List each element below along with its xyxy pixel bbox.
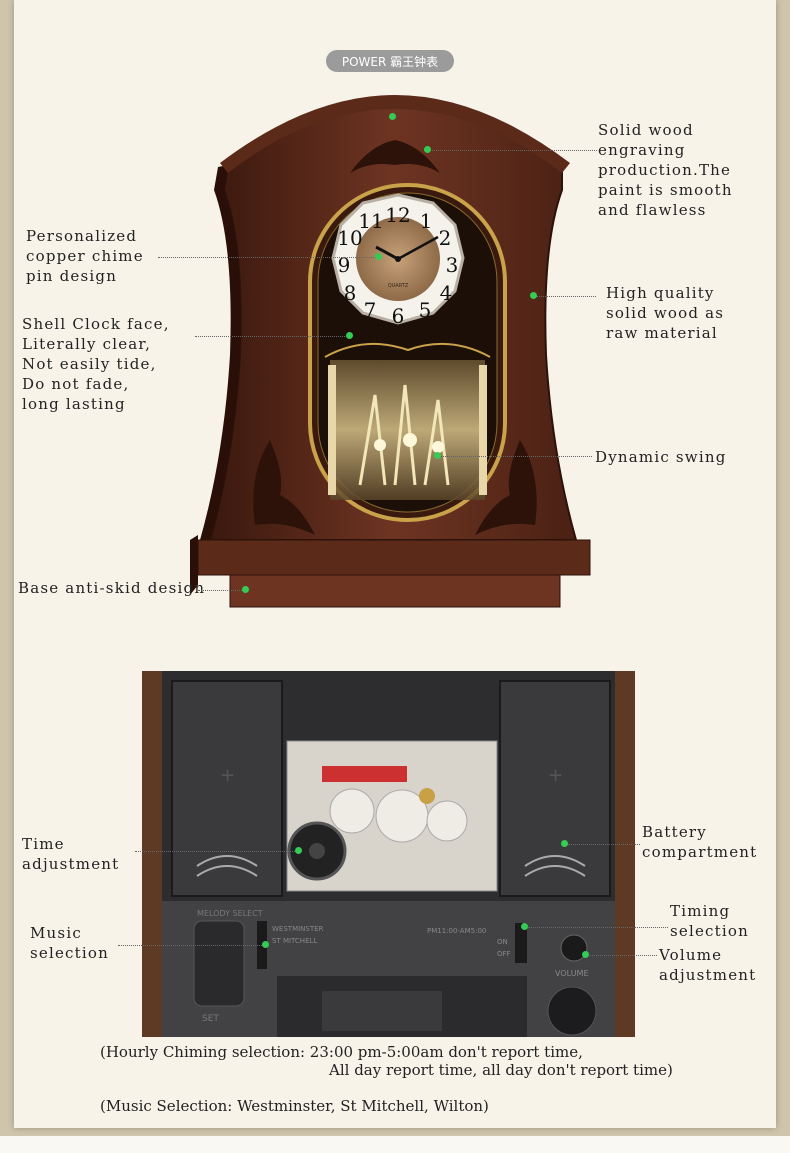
callout-music-selection: Music selection: [30, 924, 109, 962]
callout-chime-pin: Personalized copper chime pin design: [26, 227, 144, 285]
marker-dot-base: [242, 586, 249, 593]
leader-shell-face: [195, 336, 347, 337]
volume-knob: [560, 934, 588, 962]
svg-text:ON: ON: [497, 938, 508, 946]
leader-dynamic-swing: [440, 456, 592, 457]
callout-battery: Battery compartment: [642, 823, 758, 861]
marker-dot-top: [389, 113, 396, 120]
svg-text:+: +: [220, 765, 235, 786]
numeral-9: 9: [338, 253, 351, 277]
minute-hand: [397, 235, 439, 261]
svg-text:ST MITCHELL: ST MITCHELL: [272, 937, 317, 945]
leader-timing-selection: [528, 927, 668, 928]
note-hourly-line2: All day report time, all day don't repor…: [329, 1061, 673, 1079]
leader-high-quality: [536, 296, 596, 297]
numeral-10: 10: [337, 226, 362, 250]
marker-dot-timing-selection: [521, 923, 528, 930]
svg-text:OFF: OFF: [497, 950, 511, 958]
mechanism-illustration: + + SET MELODY SELECT WESTMINSTER ST MIT…: [142, 671, 635, 1037]
callout-volume: Volume adjustment: [659, 946, 757, 984]
marker-dot-time-adjustment: [295, 847, 302, 854]
marker-dot-volume: [582, 951, 589, 958]
svg-text:PM11:00-AM5:00: PM11:00-AM5:00: [427, 927, 486, 935]
left-carving: [253, 440, 315, 535]
pendulum-chamber: [330, 360, 485, 500]
leader-chime-pin: [158, 257, 378, 258]
bottom-strip: [0, 1136, 790, 1153]
leader-solid-wood: [432, 150, 597, 151]
svg-text:MELODY SELECT: MELODY SELECT: [197, 909, 263, 918]
battery-compartment-right: [499, 680, 611, 897]
top-carving: [350, 140, 440, 173]
brand-badge: POWER 霸王钟表: [326, 50, 454, 72]
dial-numerals: 12 1 2 3 4 5 6 7 8 9 10 11: [337, 203, 458, 328]
callout-base: Base anti-skid design: [18, 579, 206, 597]
note-music: (Music Selection: Westminster, St Mitche…: [100, 1097, 489, 1115]
callout-solid-wood: Solid wood engraving production.The pain…: [598, 121, 733, 219]
numeral-5: 5: [419, 298, 432, 322]
dial-quartz-text: QUARTZ: [388, 283, 409, 289]
callout-timing-selection: Timing selection: [670, 902, 749, 940]
svg-text:+: +: [548, 765, 563, 786]
marker-dot-chime-pin: [375, 253, 382, 260]
right-carving: [475, 440, 537, 535]
numeral-1: 1: [420, 209, 433, 233]
leader-base: [198, 590, 242, 591]
battery-compartment-left: [171, 680, 283, 897]
callout-high-quality: High quality solid wood as raw material: [606, 284, 725, 342]
svg-text:SET: SET: [202, 1014, 219, 1024]
callout-shell-face: Shell Clock face, Literally clear, Not e…: [22, 315, 170, 413]
marker-dot-dynamic-swing: [434, 452, 441, 459]
callout-time-adjustment: Time adjustment: [22, 835, 120, 873]
numeral-8: 8: [344, 281, 357, 305]
svg-text:VOLUME: VOLUME: [555, 969, 589, 978]
leader-battery: [568, 844, 640, 845]
mantel-clock-illustration: 12 1 2 3 4 5 6 7 8 9 10 11 QUARTZ: [190, 95, 591, 608]
clock-base: [197, 539, 591, 576]
numeral-7: 7: [364, 298, 377, 322]
numeral-4: 4: [440, 281, 453, 305]
marker-dot-solid-wood: [424, 146, 431, 153]
svg-text:WESTMINSTER: WESTMINSTER: [272, 925, 324, 933]
marker-dot-high-quality: [530, 292, 537, 299]
numeral-11: 11: [358, 209, 383, 233]
numeral-12: 12: [385, 203, 410, 227]
numeral-3: 3: [446, 253, 459, 277]
leader-time-adjustment: [135, 851, 295, 852]
leader-volume: [590, 955, 657, 956]
marker-dot-battery: [561, 840, 568, 847]
callout-dynamic-swing: Dynamic swing: [595, 448, 727, 466]
leader-music-selection: [118, 945, 262, 946]
marker-dot-shell-face: [346, 332, 353, 339]
note-hourly-line1: (Hourly Chiming selection: 23:00 pm-5:00…: [100, 1043, 583, 1061]
numeral-6: 6: [392, 304, 405, 328]
marker-dot-music-selection: [262, 941, 269, 948]
timing-switch: [515, 923, 527, 963]
hour-hand: [375, 245, 399, 261]
numeral-2: 2: [439, 226, 452, 250]
